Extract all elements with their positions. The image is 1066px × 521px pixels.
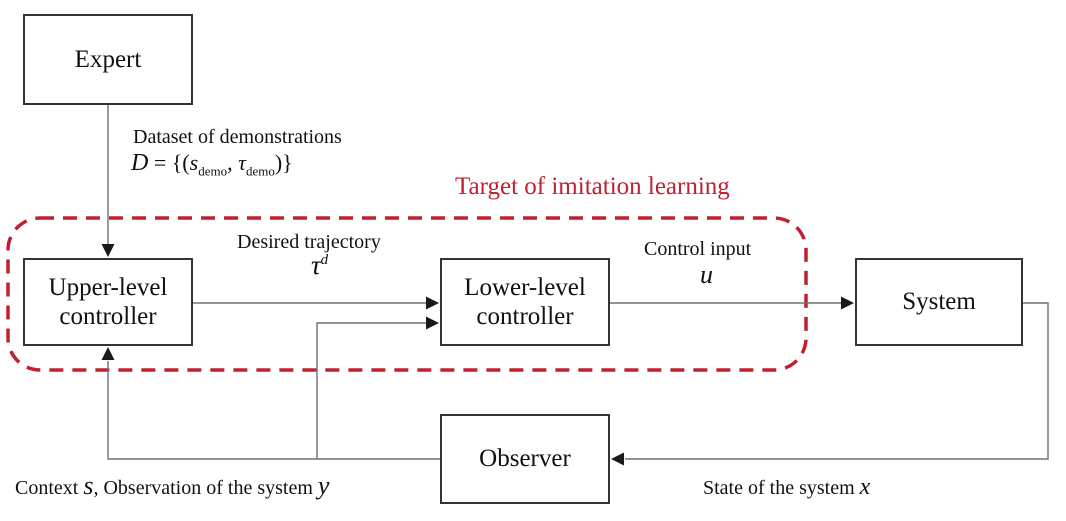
system-box-label: System xyxy=(902,288,976,316)
expert-box: Expert xyxy=(23,14,193,105)
target-region-dashed-outline xyxy=(6,216,808,372)
state-of-system-label: State of the system x xyxy=(703,474,870,502)
lower-level-controller-label-line1: Lower-level xyxy=(464,273,586,301)
lower-level-controller-box: Lower-level controller xyxy=(440,258,610,346)
x-symbol: x xyxy=(859,474,871,500)
arrowhead-left-into-observer xyxy=(611,452,624,466)
formula-s: s xyxy=(189,150,199,175)
tau-symbol: τ xyxy=(311,250,321,280)
y-symbol: y xyxy=(317,471,330,500)
arrowhead-right-into-lower-top xyxy=(426,296,439,310)
connector-observer-to-upper xyxy=(107,361,440,460)
tau-superscript-d: d xyxy=(320,252,329,268)
observer-box: Observer xyxy=(440,414,610,504)
context-observation-label: Context s, Observation of the system y xyxy=(15,471,329,501)
arrowhead-right-into-lower-bottom xyxy=(426,316,439,330)
formula-tau-subscript: demo xyxy=(245,163,275,179)
upper-level-controller-label-line1: Upper-level xyxy=(48,273,168,301)
dataset-caption: Dataset of demonstrations xyxy=(133,126,342,148)
upper-level-controller-label-line2: controller xyxy=(59,303,157,330)
connector-observer-to-lower xyxy=(316,322,427,459)
desired-trajectory-label: Desired trajectory xyxy=(237,231,381,253)
dataset-formula: D = {(sdemo, τdemo)} xyxy=(131,150,293,179)
formula-tau: τ xyxy=(238,150,246,175)
context-prefix-text: Context xyxy=(15,477,84,499)
arrowhead-right-into-system xyxy=(841,296,854,310)
connector-system-to-observer xyxy=(625,302,1049,460)
control-input-label: Control input xyxy=(644,238,752,260)
s-symbol: s xyxy=(83,471,94,500)
target-of-imitation-learning-label: Target of imitation learning xyxy=(455,173,730,200)
u-symbol: u xyxy=(700,260,713,289)
formula-equals: = {( xyxy=(148,150,190,175)
tau-d-symbol: τd xyxy=(311,250,328,281)
formula-close: )} xyxy=(274,150,293,175)
state-prefix-text: State of the system xyxy=(703,477,860,499)
formula-D: D xyxy=(131,150,149,176)
system-box: System xyxy=(855,258,1023,346)
expert-box-label: Expert xyxy=(74,45,142,73)
lower-level-controller-label-line2: controller xyxy=(476,303,574,330)
context-suffix-text: , Observation of the system xyxy=(93,477,318,499)
arrowhead-down-into-upper xyxy=(101,244,115,257)
arrowhead-up-into-upper xyxy=(101,347,115,360)
upper-level-controller-box: Upper-level controller xyxy=(23,258,193,346)
observer-box-label: Observer xyxy=(479,445,571,473)
formula-s-subscript: demo xyxy=(198,163,228,179)
formula-comma: , xyxy=(227,150,239,175)
